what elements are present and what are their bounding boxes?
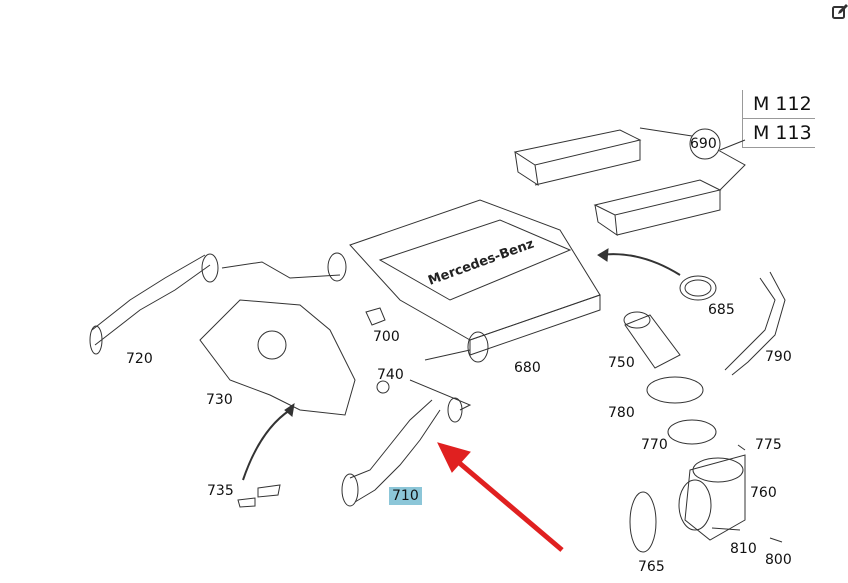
part-label-730[interactable]: 730 bbox=[206, 392, 233, 408]
part-label-780[interactable]: 780 bbox=[608, 405, 635, 421]
red-arrow-indicator bbox=[437, 442, 564, 552]
hose-720 bbox=[91, 254, 211, 346]
part-label-720[interactable]: 720 bbox=[126, 351, 153, 367]
svg-text:Mercedes-Benz: Mercedes-Benz bbox=[426, 237, 536, 289]
air-filter-bottom bbox=[593, 179, 722, 237]
air-filter-housing: Mercedes-Benz bbox=[327, 199, 601, 363]
part-label-775[interactable]: 775 bbox=[755, 437, 782, 453]
air-mass-sensor-750 bbox=[624, 314, 681, 369]
ring-770 bbox=[667, 419, 717, 445]
nut-740 bbox=[376, 380, 390, 394]
part-label-790[interactable]: 790 bbox=[765, 349, 792, 365]
bolt-775 bbox=[737, 444, 746, 451]
throttle-body-760 bbox=[684, 454, 746, 541]
part-label-760[interactable]: 760 bbox=[750, 485, 777, 501]
clamp-780 bbox=[646, 376, 704, 404]
part-label-690[interactable]: 690 bbox=[690, 136, 717, 152]
part-label-800[interactable]: 800 bbox=[765, 552, 792, 568]
edit-icon[interactable] bbox=[832, 4, 848, 20]
clip-700 bbox=[365, 307, 386, 326]
part-label-700[interactable]: 700 bbox=[373, 329, 400, 345]
hose-790 bbox=[724, 271, 786, 376]
engine-label-m113: M 113 bbox=[742, 119, 815, 148]
part-label-735[interactable]: 735 bbox=[207, 483, 234, 499]
gasket-765 bbox=[629, 491, 657, 553]
part-label-680[interactable]: 680 bbox=[514, 360, 541, 376]
engine-cover-730 bbox=[199, 299, 356, 416]
part-label-810[interactable]: 810 bbox=[730, 541, 757, 557]
part-label-765[interactable]: 765 bbox=[638, 559, 665, 575]
part-label-710-highlighted[interactable]: 710 bbox=[389, 487, 422, 505]
part-label-740[interactable]: 740 bbox=[377, 367, 404, 383]
clips-735 bbox=[237, 484, 281, 508]
air-filter-top bbox=[513, 129, 642, 187]
part-label-685[interactable]: 685 bbox=[708, 302, 735, 318]
part-label-750[interactable]: 750 bbox=[608, 355, 635, 371]
callout-circle-690 bbox=[689, 128, 721, 160]
seal-ring-685 bbox=[679, 275, 717, 301]
hose-710 bbox=[341, 397, 463, 507]
part-label-770[interactable]: 770 bbox=[641, 437, 668, 453]
bolts-800-810 bbox=[711, 527, 783, 543]
engine-label-m112: M 112 bbox=[742, 90, 815, 119]
